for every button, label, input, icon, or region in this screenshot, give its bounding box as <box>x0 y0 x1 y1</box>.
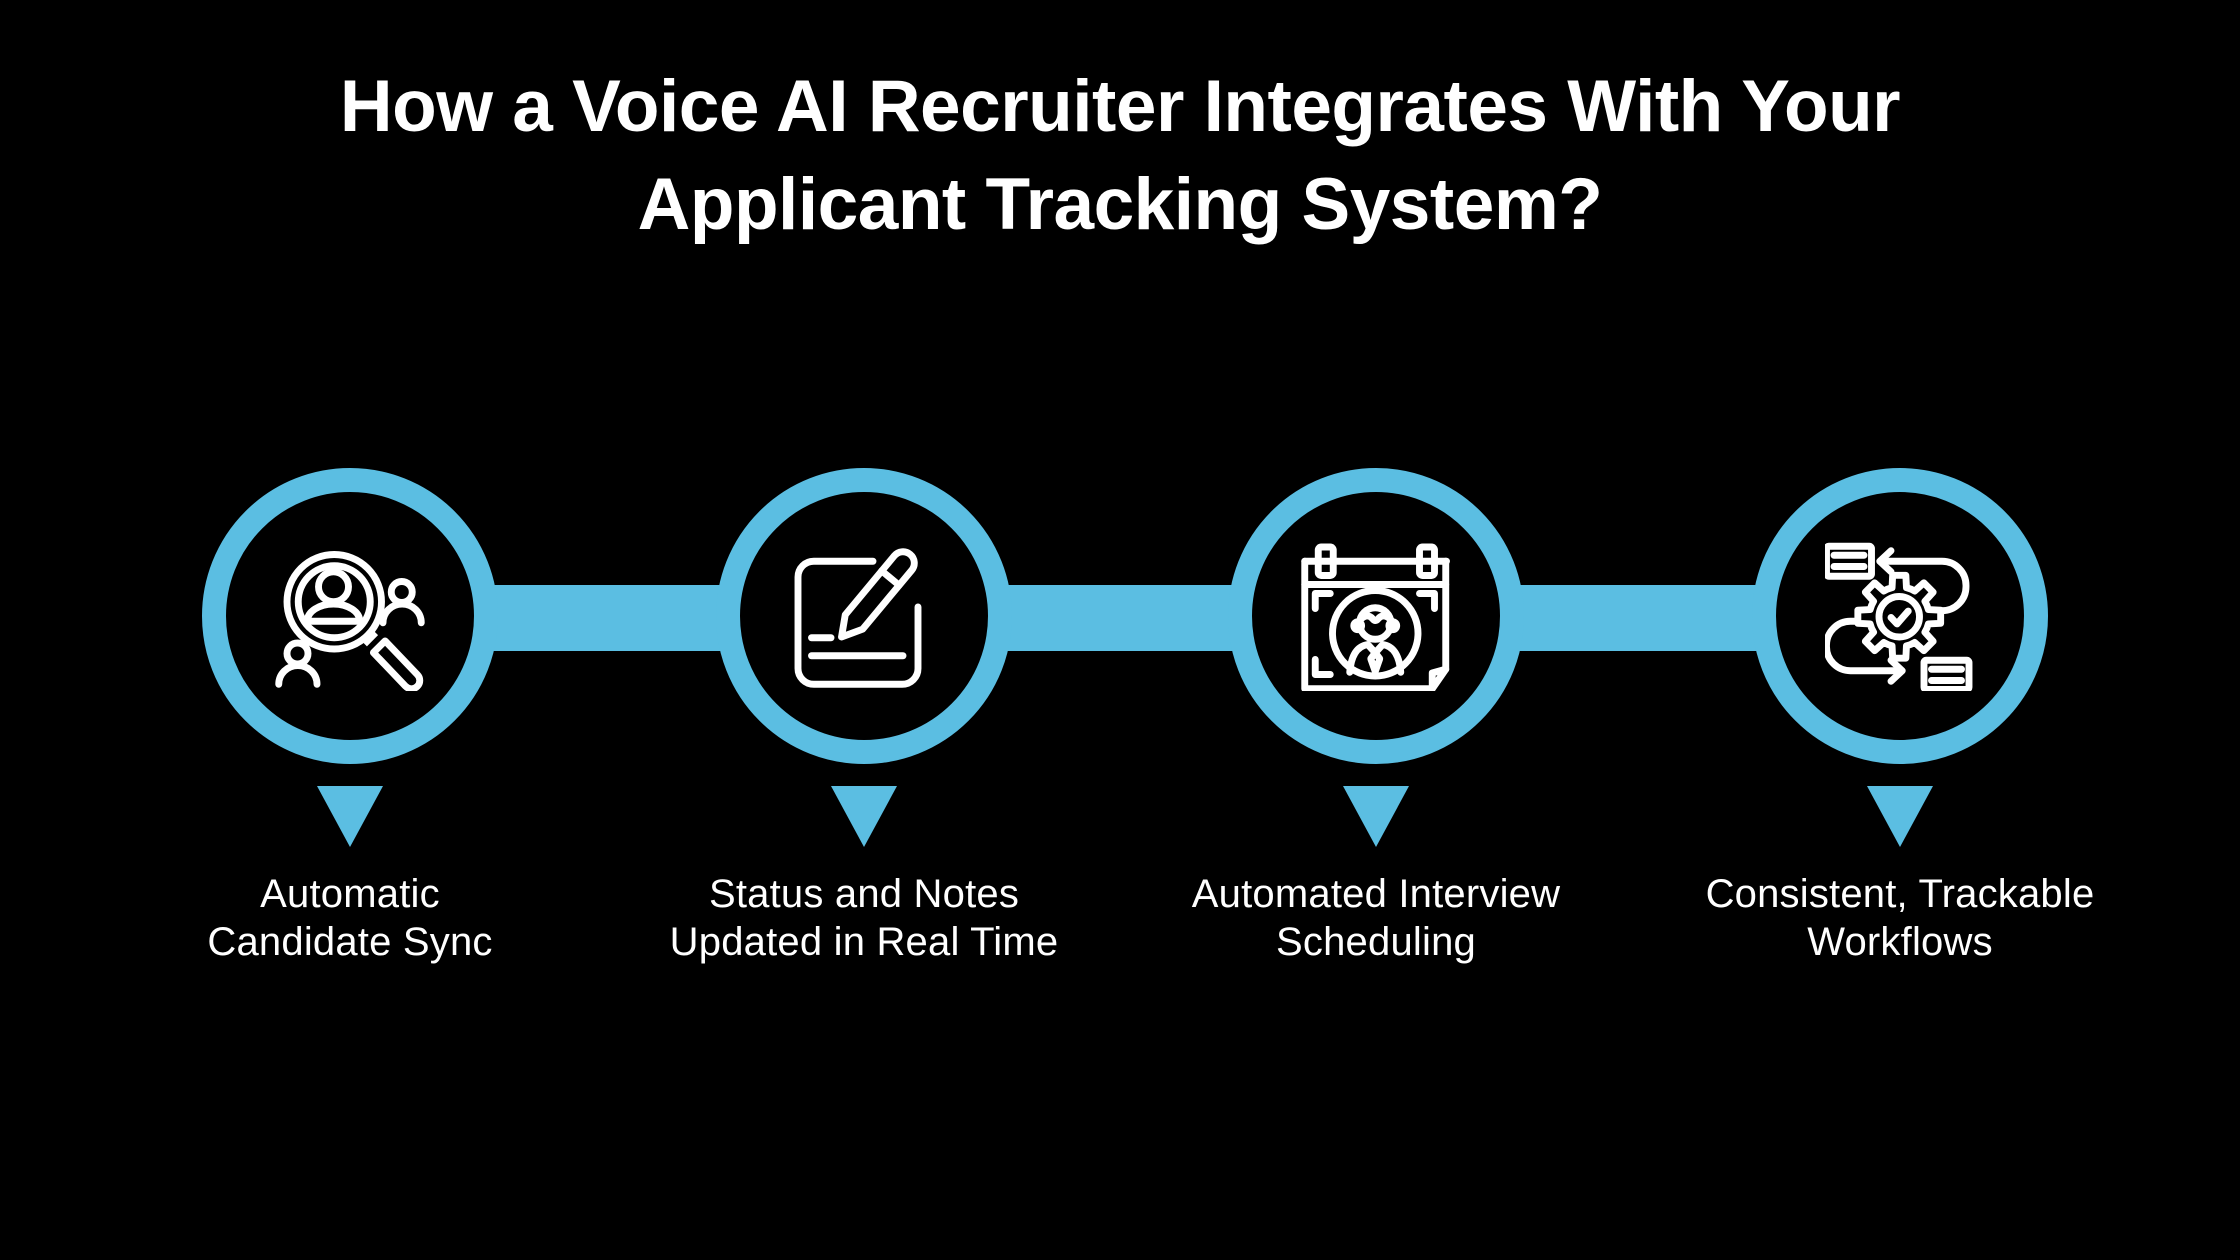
step-label-line-1: Consistent, Trackable <box>1705 872 2095 916</box>
calendar-candidate-icon <box>1301 543 1450 691</box>
step-label-line-2: Candidate Sync <box>207 920 493 964</box>
timeline-connector-bar <box>350 585 1900 651</box>
step-label-line-2: Scheduling <box>1276 920 1476 964</box>
step-pointer-triangle <box>317 786 383 847</box>
step-label-line-1: Automated Interview <box>1191 872 1561 916</box>
page-title-line-1: How a Voice AI Recruiter Integrates With… <box>339 66 1901 147</box>
step-label: Status and Notes Updated in Real Time <box>584 870 1144 966</box>
step-pointer-triangle <box>831 786 897 847</box>
step-circle <box>716 468 1012 764</box>
note-edit-icon <box>794 548 922 688</box>
step-label-line-2: Updated in Real Time <box>669 920 1059 964</box>
workflow-gear-icon <box>1825 542 1973 691</box>
step-label-line-1: Status and Notes <box>708 872 1020 916</box>
step-pointer-triangle <box>1867 786 1933 847</box>
page-title-line-2: Applicant Tracking System? <box>637 164 1603 245</box>
people-search-icon <box>275 551 425 691</box>
step-label-line-1: Automatic <box>260 872 440 916</box>
step-circle <box>1228 468 1524 764</box>
step-label: Automated Interview Scheduling <box>1096 870 1656 966</box>
step-label-line-2: Workflows <box>1807 920 1993 964</box>
step-circle <box>202 468 498 764</box>
page-title: How a Voice AI Recruiter Integrates With… <box>0 58 2240 254</box>
step-label: Consistent, Trackable Workflows <box>1620 870 2180 966</box>
step-circle <box>1752 468 2048 764</box>
step-pointer-triangle <box>1343 786 1409 847</box>
step-label: Automatic Candidate Sync <box>70 870 630 966</box>
